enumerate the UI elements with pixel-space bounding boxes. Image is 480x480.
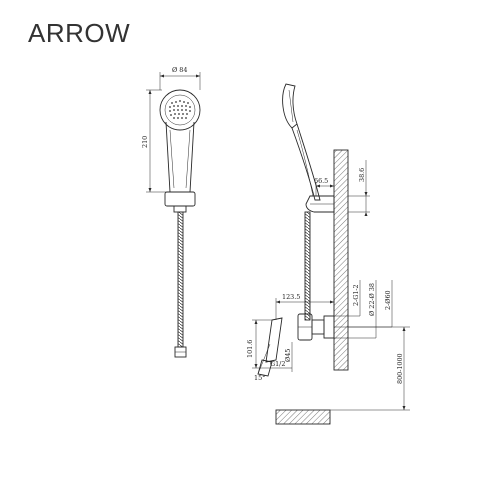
- hose-angle: [265, 317, 283, 363]
- front-view: [146, 72, 201, 358]
- dim-head-diameter: Ø 84: [172, 66, 187, 74]
- handle-holder: [164, 191, 196, 207]
- dim-angle: 15°: [254, 374, 265, 382]
- side-view: [252, 83, 410, 425]
- wall-flange: [323, 315, 335, 339]
- dim-hose-thread: G1/2: [270, 360, 285, 368]
- dim-wall-offset: 66.5: [314, 177, 328, 185]
- floor-mark: [275, 409, 331, 425]
- dim-total-height: 210: [141, 136, 149, 148]
- spray-nozzles: [169, 100, 191, 119]
- dim-flange-diameter: 2-Ø60: [384, 290, 392, 310]
- wall-rail: [333, 149, 349, 371]
- dim-bracket-depth: 123.5: [282, 293, 300, 301]
- dim-thread-spec: 2-G1-2: [352, 284, 360, 306]
- shower-head-side: [282, 83, 298, 129]
- dim-inlet-diameter: Ø45: [284, 349, 292, 362]
- hose-side: [304, 211, 311, 321]
- dim-bracket-height: 101.6: [246, 340, 254, 358]
- shower-head-face: [159, 89, 201, 131]
- brand-logo-text: ARROW: [28, 18, 131, 48]
- hose-front: [177, 211, 184, 348]
- rail-slider: [305, 195, 335, 213]
- dim-tube-diameter: Ø 22-Ø 38: [368, 283, 376, 316]
- dim-rail-range: 800-1000: [396, 353, 404, 384]
- dim-slider-height: 38.6: [358, 168, 366, 182]
